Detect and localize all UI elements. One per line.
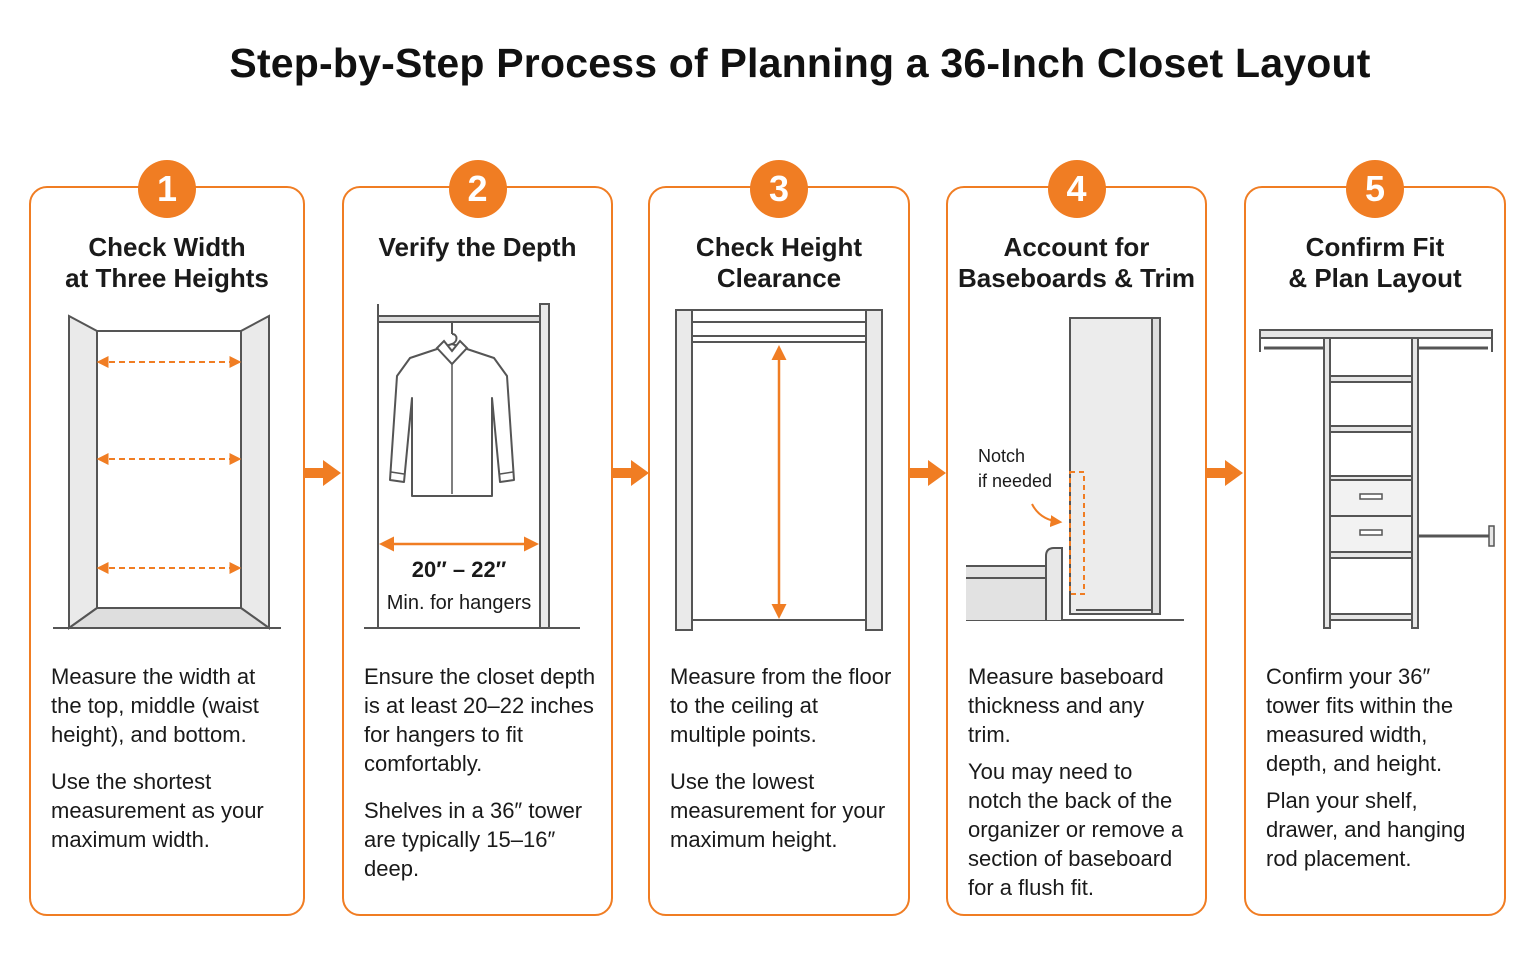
step-paragraph: Ensure the closet depth is at least 20–2… <box>364 664 596 776</box>
step-title: Check Height Clearance <box>695 232 863 293</box>
next-step-arrow-icon <box>305 460 341 486</box>
step-description: Measure from the floor to the ceiling at… <box>670 662 894 872</box>
step-paragraph: Use the shortest measurement as your max… <box>51 769 264 852</box>
step-description: Confirm your 36″ tower fits within the m… <box>1266 662 1490 891</box>
step-card-2: 2 Verify the Depth 20″ – 22″ Min. for ha… <box>342 160 613 916</box>
page-title: Step-by-Step Process of Planning a 36-In… <box>229 40 1371 86</box>
closet-height-icon <box>675 309 883 631</box>
step-paragraph: Shelves in a 36″ tower are typically 15–… <box>364 798 583 881</box>
step-paragraph: You may need to notch the back of the or… <box>968 759 1184 900</box>
step-number-badge: 3 <box>750 160 808 218</box>
shirt-on-hanger-icon: 20″ – 22″ Min. for hangers <box>364 303 580 629</box>
step-title: Confirm Fit & Plan Layout <box>1288 232 1462 293</box>
step-number-badge: 1 <box>138 160 196 218</box>
step-paragraph: Measure the width at the top, middle (wa… <box>51 664 259 747</box>
step-number-badge: 5 <box>1346 160 1404 218</box>
step-paragraph: Measure from the floor to the ceiling at… <box>670 664 892 747</box>
step-title: Check Width at Three Heights <box>65 232 269 293</box>
step-title: Account for Baseboards & Trim <box>958 232 1195 293</box>
step-paragraph: Use the lowest measurement for your maxi… <box>670 769 886 852</box>
depth-dimension-label: 20″ – 22″ <box>412 557 507 582</box>
step-paragraph: Confirm your 36″ tower fits within the m… <box>1266 664 1454 776</box>
step-description: Ensure the closet depth is at least 20–2… <box>364 662 597 891</box>
next-step-arrow-icon <box>1207 460 1243 486</box>
step-description: Measure baseboard thickness and any trim… <box>968 662 1191 920</box>
notch-note-label: if needed <box>978 471 1052 491</box>
step-number-badge: 2 <box>448 160 507 218</box>
next-step-arrow-icon <box>613 460 649 486</box>
step-card-5: 5 Confirm Fit & Plan Layout Confirm your… <box>1244 160 1506 916</box>
next-step-arrow-icon <box>910 460 946 486</box>
step-title: Verify the Depth <box>378 232 577 262</box>
step-description: Measure the width at the top, middle (wa… <box>51 662 289 872</box>
depth-note-label: Min. for hangers <box>387 592 532 614</box>
baseboard-notch-icon: Notch if needed <box>966 317 1184 621</box>
step-card-1: 1 Check Width at Three Heights Measure t… <box>29 160 305 916</box>
step-paragraph: Plan your shelf, drawer, and hanging rod… <box>1266 788 1466 871</box>
step-card-3: 3 Check Height Clearance Measure from th… <box>648 160 910 916</box>
step-card-4: 4 Account for Baseboards & Trim Notch if… <box>946 160 1207 916</box>
notch-note-label: Notch <box>978 446 1025 466</box>
step-number-badge: 4 <box>1047 160 1106 218</box>
closet-width-icon <box>53 314 281 630</box>
step-paragraph: Measure baseboard thickness and any trim… <box>968 664 1164 747</box>
closet-tower-layout-icon <box>1259 329 1495 629</box>
